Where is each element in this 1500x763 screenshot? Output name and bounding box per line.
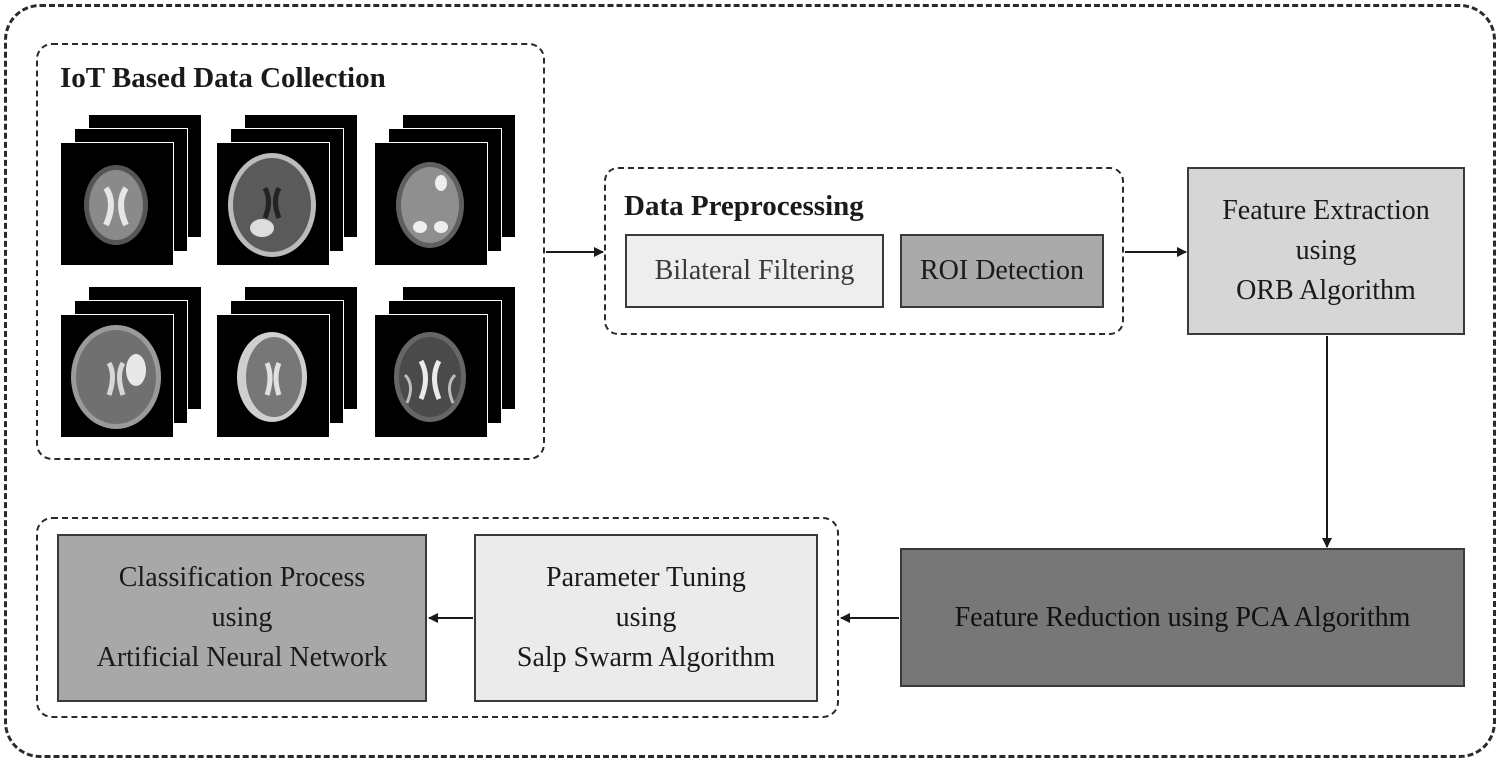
preprocessing-group-title: Data Preprocessing (624, 190, 864, 222)
classification-process-line-3: Artificial Neural Network (96, 642, 388, 673)
parameter-tuning-line-1: Parameter Tuning (546, 562, 746, 593)
mri-scan-image (216, 142, 330, 266)
mri-image-stack-6 (374, 286, 516, 438)
iot-data-collection-group (36, 43, 545, 460)
feature-reduction-label: Feature Reduction using PCA Algorithm (954, 601, 1411, 633)
classification-group (36, 517, 839, 718)
parameter-tuning-box: Parameter Tuning using Salp Swarm Algori… (474, 534, 818, 702)
classification-process-line-1: Classification Process (118, 562, 366, 593)
data-preprocessing-group (604, 167, 1124, 335)
bilateral-filtering-label: Bilateral Filtering (654, 255, 855, 286)
mri-scan-image (374, 142, 488, 266)
feature-extraction-line-2: using (1295, 235, 1357, 266)
mri-scan-image (60, 142, 174, 266)
mri-image-stack-4 (60, 286, 202, 438)
mri-scan-image (216, 314, 330, 438)
mri-image-stack-1 (60, 114, 202, 266)
mri-image-stack-3 (374, 114, 516, 266)
parameter-tuning-line-2: using (615, 602, 677, 633)
iot-group-title: IoT Based Data Collection (60, 62, 386, 94)
outer-frame (4, 4, 1496, 758)
feature-extraction-line-3: ORB Algorithm (1236, 275, 1416, 306)
mri-scan-image (374, 314, 488, 438)
feature-extraction-line-1: Feature Extraction (1222, 195, 1430, 226)
parameter-tuning-line-3: Salp Swarm Algorithm (516, 642, 776, 673)
roi-detection-label: ROI Detection (919, 255, 1085, 286)
feature-extraction-box: Feature Extraction using ORB Algorithm (1187, 167, 1465, 335)
roi-detection-box: ROI Detection (900, 234, 1104, 308)
mri-image-stack-5 (216, 286, 358, 438)
bilateral-filtering-box: Bilateral Filtering (625, 234, 884, 308)
mri-scan-image (60, 314, 174, 438)
feature-reduction-box: Feature Reduction using PCA Algorithm (900, 548, 1465, 687)
classification-process-box: Classification Process using Artificial … (57, 534, 427, 702)
mri-image-stack-2 (216, 114, 358, 266)
classification-process-line-2: using (211, 602, 273, 633)
